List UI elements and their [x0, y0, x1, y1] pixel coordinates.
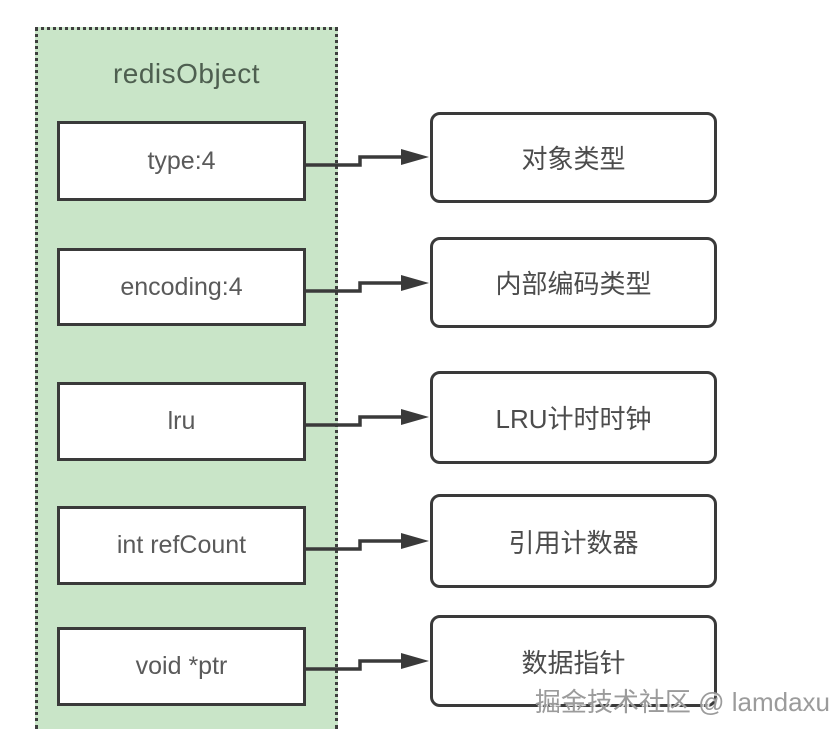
arrow-icon [303, 409, 429, 427]
arrow-icon [303, 149, 429, 167]
arrow-icon [303, 533, 429, 551]
desc-box-ref-counter: 引用计数器 [430, 494, 717, 588]
field-box-lru: lru [57, 382, 306, 461]
field-label: type:4 [147, 146, 216, 175]
desc-box-lru-clock: LRU计时时钟 [430, 371, 717, 464]
desc-label: 数据指针 [521, 647, 626, 678]
field-box-ptr: void *ptr [57, 627, 306, 706]
field-box-refcount: int refCount [57, 506, 306, 585]
desc-label: LRU计时时钟 [495, 404, 652, 434]
arrow-icon [303, 275, 429, 293]
field-box-encoding: encoding:4 [57, 248, 306, 326]
field-label: int refCount [116, 531, 247, 559]
desc-box-object-type: 对象类型 [430, 112, 717, 203]
field-label: void *ptr [135, 652, 228, 680]
field-box-type: type:4 [57, 121, 306, 201]
desc-box-encoding-type: 内部编码类型 [430, 237, 717, 328]
arrow-icon [303, 653, 429, 671]
panel-title: redisObject [112, 58, 261, 89]
desc-box-data-pointer: 数据指针 [430, 615, 717, 707]
field-label: encoding:4 [120, 272, 243, 301]
desc-label: 对象类型 [521, 144, 626, 174]
desc-label: 内部编码类型 [495, 269, 652, 299]
desc-label: 引用计数器 [508, 527, 639, 558]
field-label: lru [167, 407, 196, 435]
watermark: 掘金技术社区 @ lamdaxu [534, 687, 830, 717]
